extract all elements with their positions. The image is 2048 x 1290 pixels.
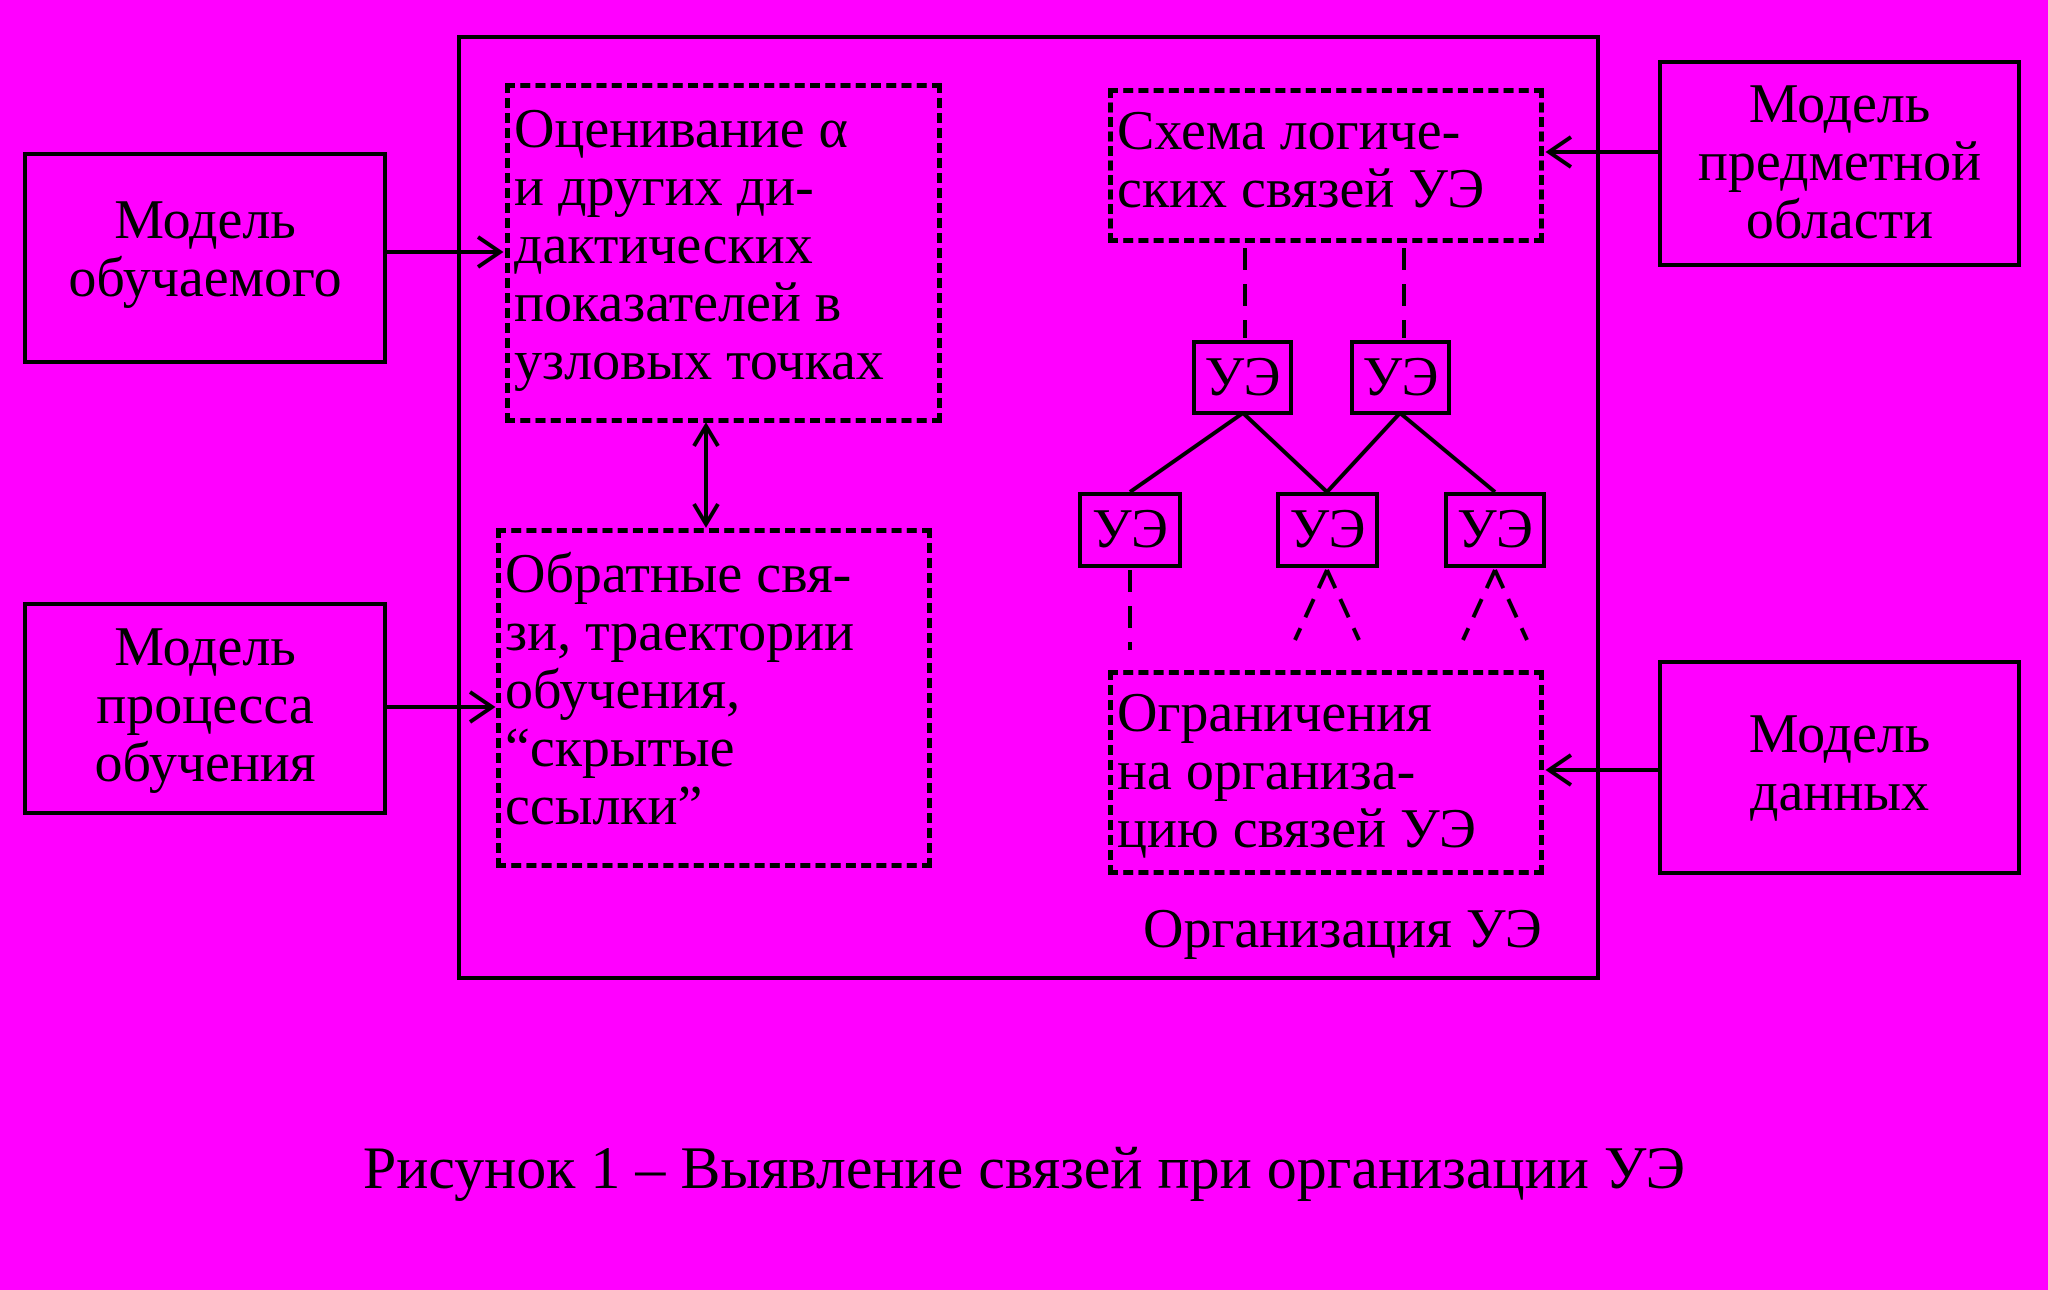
ue-node-1: УЭ bbox=[1192, 340, 1293, 415]
schema-box bbox=[1108, 88, 1544, 243]
dash-ue4-left bbox=[1293, 569, 1329, 641]
dash-ue5-left bbox=[1461, 569, 1497, 641]
edge-ue2-ue5 bbox=[1398, 411, 1497, 494]
schema-label: Схема логиче- ских связей УЭ bbox=[1117, 100, 1485, 220]
arrowhead-domain bbox=[1545, 135, 1573, 169]
ue-node-2: УЭ bbox=[1350, 340, 1451, 415]
edge-ue2-ue4 bbox=[1325, 411, 1402, 494]
feedback-label: Обратные свя- зи, траектории обучения, “… bbox=[505, 543, 855, 837]
double-arrowhead-top bbox=[692, 422, 720, 448]
learner-model-box bbox=[23, 152, 387, 364]
domain-model-label: Модель предметной области bbox=[1697, 73, 1982, 251]
ue-node-4: УЭ bbox=[1276, 492, 1379, 568]
double-arrowhead-bottom bbox=[692, 502, 720, 528]
container-label: Организация УЭ bbox=[1143, 898, 1542, 960]
organization-container bbox=[457, 35, 1600, 980]
ue-node-3: УЭ bbox=[1078, 492, 1182, 568]
arrowhead-process bbox=[468, 690, 496, 724]
arrowhead-learner bbox=[476, 235, 504, 269]
ue-node-5: УЭ bbox=[1444, 492, 1546, 568]
constraints-box bbox=[1108, 670, 1544, 875]
dash-ue5-right bbox=[1493, 569, 1529, 641]
process-model-label: Модель процесса обучения bbox=[94, 616, 316, 794]
domain-model-box bbox=[1658, 60, 2021, 267]
evaluation-box bbox=[505, 83, 942, 423]
edge-ue1-ue4 bbox=[1241, 411, 1329, 494]
data-model-box bbox=[1658, 660, 2021, 875]
process-model-box bbox=[23, 602, 387, 815]
arrowhead-data bbox=[1545, 753, 1573, 787]
edge-ue1-ue3 bbox=[1128, 411, 1245, 494]
learner-model-label: Модель обучаемого bbox=[68, 189, 342, 309]
constraints-label: Ограничения на организа- цию связей УЭ bbox=[1117, 682, 1476, 860]
data-model-label: Модель данных bbox=[1748, 703, 1931, 823]
evaluation-label: Оценивание α и других ди- дактических по… bbox=[514, 98, 884, 392]
figure-caption: Рисунок 1 – Выявление связей при организ… bbox=[362, 1135, 1686, 1201]
feedback-box bbox=[496, 528, 932, 868]
dash-ue4-right bbox=[1325, 569, 1361, 641]
